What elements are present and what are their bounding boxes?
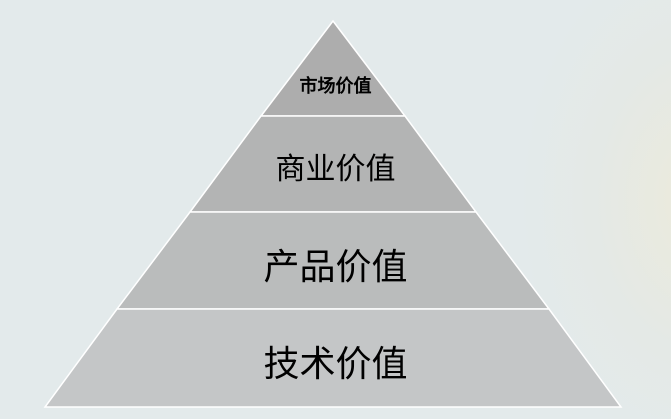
level-4-label: 技术价值	[263, 344, 408, 385]
level-1-label: 市场价值	[299, 76, 372, 97]
level-2-label: 商业价值	[275, 152, 396, 187]
level-3-label: 产品价值	[263, 247, 408, 288]
pyramid-level-1	[259, 19, 407, 117]
pyramid-level-4	[43, 308, 623, 408]
